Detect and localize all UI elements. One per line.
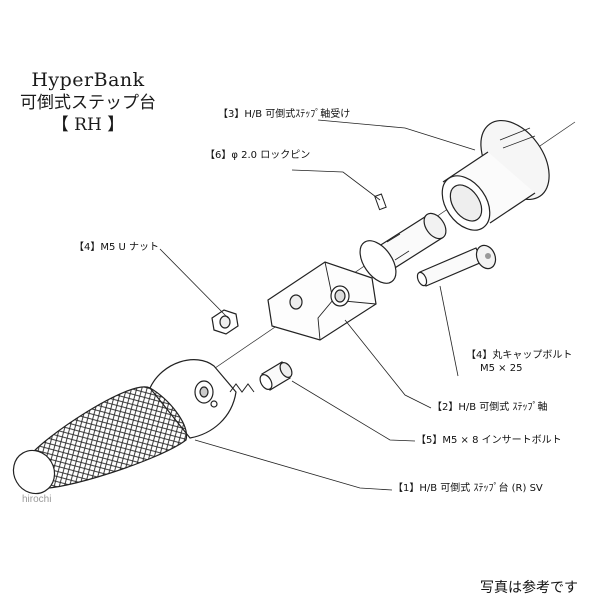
title-line-product: 可倒式ステップ台 — [20, 93, 156, 113]
part-u-nut-drawing — [211, 309, 239, 335]
part-shaft-bearing-drawing — [441, 119, 550, 231]
title-line-side: 【 RH 】 — [51, 115, 125, 135]
part-step-shaft-drawing — [267, 212, 447, 341]
leader-line-p3 — [317, 119, 476, 151]
watermark-text: hirochi — [22, 494, 52, 505]
reference-photo-note: 写真は参考です — [480, 580, 578, 596]
part-label-step-shaft: 【2】H/B 可倒式 ｽﾃｯﾌﾟ軸 — [432, 402, 548, 413]
leader-line-p6 — [291, 169, 381, 201]
part-label-lock-pin: 【6】φ 2.0 ロックピン — [205, 150, 311, 161]
part-label-u-nut: 【4】M5 U ナット — [74, 242, 160, 253]
part-step-base-drawing — [12, 359, 255, 495]
leader-lines — [159, 119, 476, 491]
part-label-cap-bolt: 【4】丸キャップボルト — [466, 350, 573, 361]
leader-line-p5 — [291, 380, 416, 442]
leader-line-p1 — [194, 439, 393, 491]
part-insert-bolt-drawing — [259, 361, 293, 391]
part-label-shaft-bearing: 【3】H/B 可倒式ｽﾃｯﾌﾟ軸受け — [218, 109, 351, 120]
part-lock-pin-drawing — [374, 193, 387, 211]
part-label-cap-bolt-size: M5 × 25 — [480, 363, 523, 374]
part-cap-bolt-drawing — [416, 244, 497, 287]
leader-line-p4a — [159, 248, 229, 319]
leader-line-p4b — [439, 285, 459, 377]
part-label-step-base: 【1】H/B 可倒式 ｽﾃｯﾌﾟ台 (R) SV — [393, 483, 543, 494]
diagram-title: HyperBank 可倒式ステップ台 【 RH 】 — [0, 68, 176, 136]
title-line-brand: HyperBank — [31, 69, 145, 91]
leader-line-p2 — [344, 319, 432, 409]
part-label-insert-bolt: 【5】M5 × 8 インサートボルト — [416, 435, 562, 446]
